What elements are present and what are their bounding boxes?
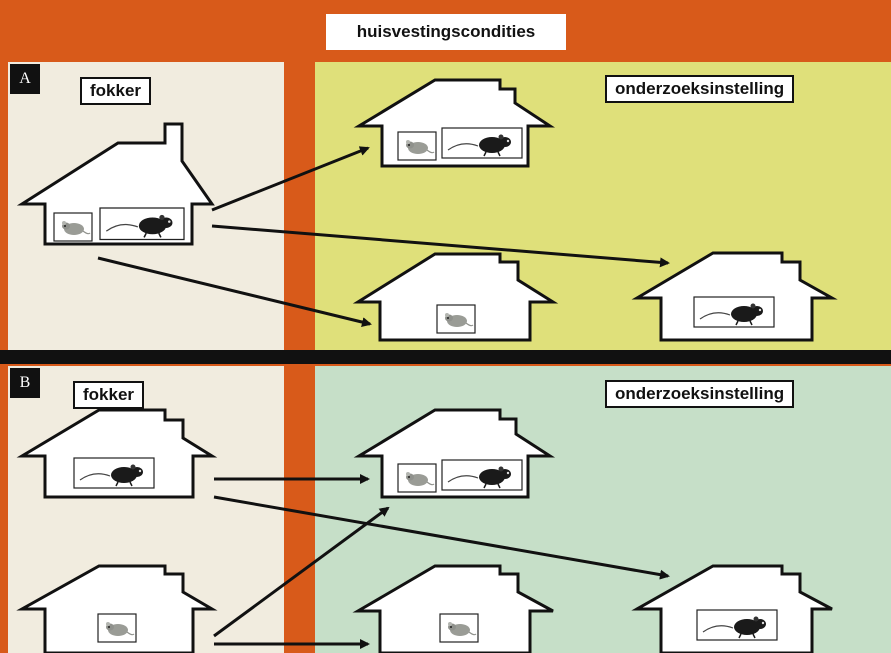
- arrow-icon-b-2: [213, 495, 670, 580]
- black-mouse-icon-b-inst-top: [441, 459, 523, 491]
- panel-a-institution-label: onderzoeksinstelling: [605, 75, 795, 103]
- house-icon-b-fokker-top: [16, 408, 218, 499]
- panel-a-fokker-label: fokker: [80, 77, 152, 105]
- white-mouse-icon-b-inst-top: [397, 463, 437, 493]
- house-icon-b-inst-bottom-middle: [352, 564, 554, 653]
- black-mouse-icon-b-fokker-top: [73, 457, 155, 489]
- panel-divider: [0, 350, 891, 364]
- black-mouse-icon-a-inst-right: [693, 296, 775, 328]
- panel-b-fokker-label: fokker: [73, 381, 145, 409]
- diagram-title: huisvestingscondities: [326, 14, 566, 50]
- black-mouse-icon-a-fokker: [99, 207, 185, 241]
- arrow-icon-a-1: [211, 146, 370, 212]
- white-mouse-icon-b-fokker-bottom: [97, 613, 137, 643]
- arrow-icon-a-2: [211, 224, 670, 268]
- white-mouse-icon-b-inst-bottom-middle: [439, 613, 479, 643]
- white-mouse-icon-a-inst-middle: [436, 304, 476, 334]
- arrow-icon-a-3: [97, 256, 372, 327]
- panel-letter-b: B: [10, 368, 40, 398]
- white-mouse-icon-a-fokker: [53, 212, 93, 242]
- black-mouse-icon-b-inst-bottom-right: [696, 609, 778, 641]
- white-mouse-icon-a-inst-top: [397, 131, 437, 161]
- house-icon-a-inst-middle: [352, 252, 559, 342]
- panel-letter-a: A: [10, 64, 40, 94]
- black-mouse-icon-a-inst-top: [441, 127, 523, 159]
- house-icon-b-fokker-bottom: [16, 564, 218, 653]
- arrow-icon-b-3: [213, 506, 390, 638]
- panel-b-institution-label: onderzoeksinstelling: [605, 380, 795, 408]
